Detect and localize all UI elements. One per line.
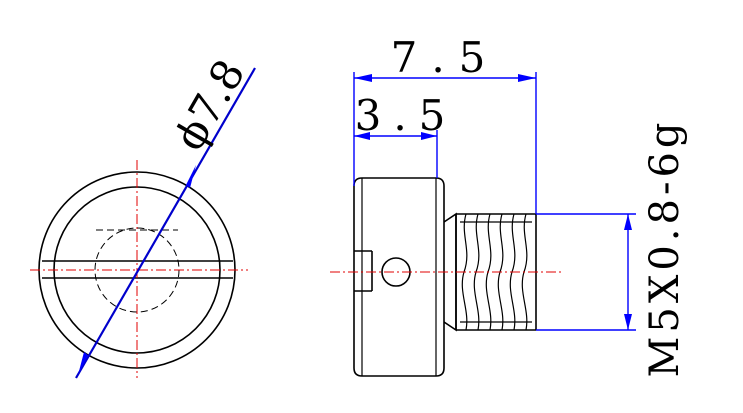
diameter-leader-line [75, 67, 256, 379]
overall-length-label: 7.5 [391, 33, 500, 82]
thread-spec-label: M5X0.8-6g [642, 118, 688, 377]
diameter-label: ϕ7.8 [164, 51, 254, 158]
thread-dimension: M5X0.8-6g [536, 118, 688, 378]
overall-length-dimension: 7.5 [353, 33, 537, 214]
arrow [354, 74, 372, 82]
head-length-label: 3.5 [355, 91, 458, 140]
arrow [518, 74, 536, 82]
arrow [354, 132, 370, 140]
head-outline [353, 177, 445, 377]
arrow [624, 214, 632, 230]
diameter-arrow-lower [78, 352, 88, 375]
arrow [421, 132, 437, 140]
diameter-arrow-upper [186, 165, 196, 188]
arrow [624, 314, 632, 330]
end-view: ϕ7.8 [30, 51, 256, 379]
side-view [330, 177, 562, 377]
head-length-dimension: 3.5 [354, 91, 458, 178]
